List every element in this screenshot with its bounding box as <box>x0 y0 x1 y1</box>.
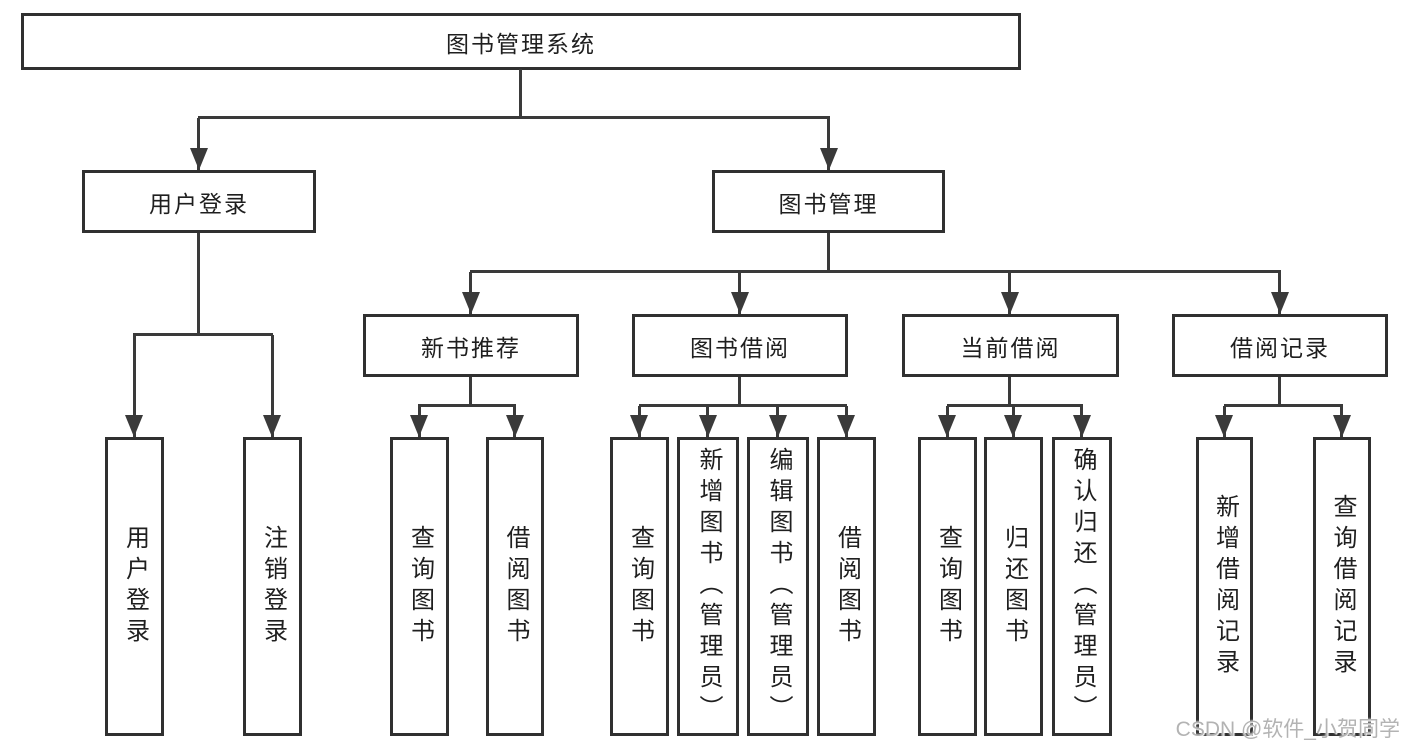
node-new-books: 新书推荐 <box>363 314 579 377</box>
node-label: 借阅记录 <box>1230 334 1330 361</box>
connector-line <box>738 377 741 406</box>
leaf-label: 借阅图书 <box>502 524 529 649</box>
leaf-label: 新增借阅记录 <box>1211 493 1239 680</box>
connector-line <box>197 118 200 170</box>
leaf-label: 用户登录 <box>121 524 149 649</box>
leaf-logout: 注销登录 <box>243 437 302 736</box>
arrowhead-icon <box>938 415 956 437</box>
arrowhead-icon <box>699 415 717 437</box>
connector-line <box>198 116 830 119</box>
arrowhead-icon <box>1271 292 1289 314</box>
arrowhead-icon <box>820 148 838 170</box>
leaf-query-books-borrowing: 查询图书 <box>610 437 669 736</box>
leaf-add-books-admin: 新增图书（管理员） <box>677 437 739 736</box>
leaf-label: 归还图书 <box>1000 524 1028 649</box>
node-label: 图书管理 <box>778 190 879 217</box>
connector-line <box>133 333 273 336</box>
connector-line <box>271 335 274 437</box>
csdn-watermark: CSDN @软件_小贺同学 <box>1175 718 1400 741</box>
arrowhead-icon <box>1333 415 1351 437</box>
node-book-management: 图书管理 <box>712 170 945 233</box>
leaf-borrow-books-newbooks: 借阅图书 <box>486 437 544 736</box>
leaf-label: 新增图书（管理员） <box>695 447 722 726</box>
leaf-label: 编辑图书（管理员） <box>765 447 792 726</box>
connector-line <box>470 270 1281 273</box>
node-borrowing-records: 借阅记录 <box>1172 314 1388 377</box>
arrowhead-icon <box>1073 415 1091 437</box>
connector-line <box>1008 377 1011 406</box>
node-library-management-system: 图书管理系统 <box>21 13 1021 70</box>
connector-line <box>827 118 830 170</box>
connector-line <box>133 335 136 437</box>
leaf-query-books-current: 查询图书 <box>918 437 977 736</box>
connector-line <box>418 404 516 407</box>
arrowhead-icon <box>125 415 143 437</box>
leaf-add-borrow-record: 新增借阅记录 <box>1196 437 1253 736</box>
leaf-query-books-newbooks: 查询图书 <box>390 437 449 736</box>
arrowhead-icon <box>837 415 855 437</box>
leaf-query-borrow-record: 查询借阅记录 <box>1313 437 1371 736</box>
arrowhead-icon <box>506 415 524 437</box>
arrowhead-icon <box>1215 415 1233 437</box>
arrowhead-icon <box>190 148 208 170</box>
connector-line <box>197 233 200 335</box>
connector-line <box>827 233 830 272</box>
arrowhead-icon <box>410 415 428 437</box>
connector-line <box>519 69 522 118</box>
node-label: 当前借阅 <box>960 334 1061 361</box>
leaf-user-login: 用户登录 <box>105 437 164 736</box>
leaf-label: 借阅图书 <box>833 524 861 649</box>
leaf-label: 确认归还（管理员） <box>1069 447 1096 726</box>
arrowhead-icon <box>731 292 749 314</box>
connector-line <box>1278 377 1281 406</box>
leaf-label: 查询图书 <box>406 524 434 649</box>
connector-line <box>1224 404 1343 407</box>
leaf-return-books: 归还图书 <box>984 437 1043 736</box>
node-label: 图书借阅 <box>690 334 790 361</box>
node-book-borrowing: 图书借阅 <box>632 314 848 377</box>
connector-line <box>947 404 1083 407</box>
connector-line <box>469 377 472 406</box>
arrowhead-icon <box>1004 415 1022 437</box>
arrowhead-icon <box>263 415 281 437</box>
leaf-label: 注销登录 <box>259 524 287 649</box>
leaf-label: 查询图书 <box>934 524 962 649</box>
node-label: 用户登录 <box>149 190 249 217</box>
arrowhead-icon <box>630 415 648 437</box>
leaf-label: 查询借阅记录 <box>1329 493 1356 680</box>
node-label: 图书管理系统 <box>446 30 596 57</box>
leaf-confirm-return-admin: 确认归还（管理员） <box>1052 437 1112 736</box>
connector-line <box>639 404 847 407</box>
node-label: 新书推荐 <box>421 334 521 361</box>
leaf-edit-books-admin: 编辑图书（管理员） <box>747 437 809 736</box>
arrowhead-icon <box>769 415 787 437</box>
node-current-borrowing: 当前借阅 <box>902 314 1119 377</box>
node-user-login: 用户登录 <box>82 170 316 233</box>
arrowhead-icon <box>462 292 480 314</box>
leaf-borrow-books-borrowing: 借阅图书 <box>817 437 876 736</box>
leaf-label: 查询图书 <box>626 524 654 649</box>
arrowhead-icon <box>1001 292 1019 314</box>
